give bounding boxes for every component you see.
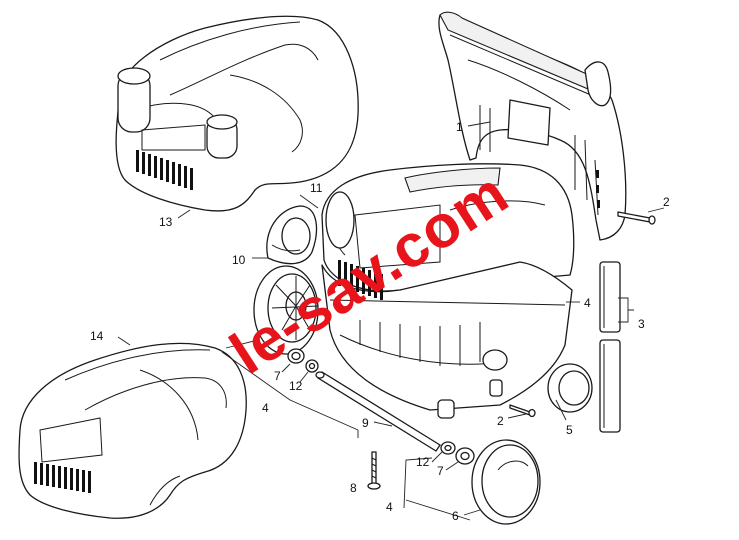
- part-2-screw-lower: [509, 404, 536, 418]
- part-8-screw: [367, 451, 381, 490]
- part-12-washer-lower: [440, 441, 456, 455]
- part-14-front-cover: [18, 342, 247, 519]
- label-part-8: 8: [350, 481, 357, 495]
- label-part-2: 2: [497, 414, 504, 428]
- part-9-axle: [315, 371, 441, 452]
- label-part-3: 3: [638, 317, 645, 331]
- part-labels: 1 2 2 3 4 4 4 5 6 6 7 7 8 9 10 11 12 12 …: [90, 120, 670, 523]
- label-part-12: 12: [416, 455, 430, 469]
- label-part-12: 12: [289, 379, 303, 393]
- label-part-6: 6: [452, 509, 459, 523]
- part-1-rear-frame: [438, 11, 627, 241]
- label-part-4: 4: [584, 296, 591, 310]
- part-6-left-wheel: [253, 265, 319, 355]
- part-3-rail-lower: [599, 339, 621, 433]
- label-part-9: 9: [362, 416, 369, 430]
- label-part-7: 7: [437, 464, 444, 478]
- part-13-top-cover: [115, 15, 359, 212]
- part-10-wheel-cap: [266, 205, 318, 265]
- label-part-4: 4: [386, 500, 393, 514]
- part-4-chassis: [321, 260, 573, 419]
- leader-lines: [117, 121, 665, 521]
- part-7-bushing-lower: [455, 447, 475, 465]
- label-part-2: 2: [663, 195, 670, 209]
- part-7-bushing-upper: [287, 348, 305, 364]
- part-5-cover-ring: [547, 363, 593, 413]
- label-part-13: 13: [159, 215, 173, 229]
- part-12-washer-upper: [305, 359, 319, 373]
- part-14-vents: [34, 462, 91, 493]
- part-3-rail-upper: [599, 261, 621, 333]
- label-part-5: 5: [566, 423, 573, 437]
- label-part-11: 11: [310, 181, 323, 195]
- part-13-vents: [136, 150, 193, 190]
- label-part-1: 1: [456, 120, 463, 134]
- part-6-right-wheel: [471, 439, 541, 525]
- label-part-7: 7: [274, 369, 281, 383]
- label-part-10: 10: [232, 253, 246, 267]
- part-4-vents: [338, 260, 383, 300]
- label-part-6: 6: [238, 345, 245, 359]
- label-part-14: 14: [90, 329, 104, 343]
- part-2-screw-upper: [617, 211, 656, 225]
- label-part-4: 4: [262, 401, 269, 415]
